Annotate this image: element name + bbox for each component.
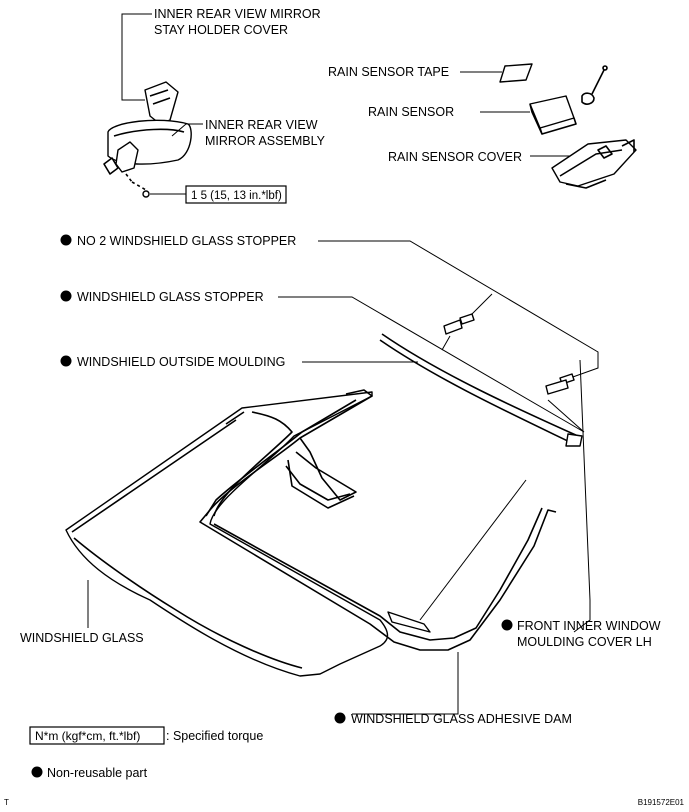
label-rain-sensor: RAIN SENSOR bbox=[368, 105, 454, 119]
leader-front-inner bbox=[419, 479, 527, 621]
front-inner-moulding-cover bbox=[387, 611, 431, 633]
figure-code: B191572E01 bbox=[638, 798, 685, 807]
label-front-inner-2: MOULDING COVER LH bbox=[517, 635, 652, 649]
legend-torque-units: N*m (kgf*cm, ft.*lbf) bbox=[35, 729, 140, 743]
rain-sensor-tape bbox=[499, 63, 533, 83]
rain-sensor bbox=[529, 65, 608, 135]
non-reusable-dot-front-inner bbox=[501, 619, 513, 631]
label-no2-stopper: NO 2 WINDSHIELD GLASS STOPPER bbox=[77, 234, 296, 248]
label-mirror-assy-1: INNER REAR VIEW bbox=[205, 118, 318, 132]
label-rain-sensor-tape: RAIN SENSOR TAPE bbox=[328, 65, 449, 79]
torque-value: 1 5 (15, 13 in.*lbf) bbox=[191, 190, 282, 202]
mirror-stay-holder-cover bbox=[144, 81, 179, 125]
glass-stoppers bbox=[443, 313, 575, 395]
rain-sensor-cover bbox=[551, 139, 637, 189]
label-mirror-cover-2: STAY HOLDER COVER bbox=[154, 23, 288, 37]
label-stopper: WINDSHIELD GLASS STOPPER bbox=[77, 290, 264, 304]
leader-mirror-cover bbox=[121, 13, 152, 101]
windshield-glass-adhesive-dam bbox=[199, 389, 557, 651]
windshield-glass bbox=[65, 391, 389, 677]
leader-adhesive-dam bbox=[352, 652, 459, 715]
mirror-mount-area bbox=[287, 459, 355, 509]
label-outside-moulding: WINDSHIELD OUTSIDE MOULDING bbox=[77, 355, 285, 369]
label-mirror-assy-2: MIRROR ASSEMBLY bbox=[205, 134, 326, 148]
non-reusable-dot-stopper bbox=[60, 290, 72, 302]
corner-mark-left: T bbox=[4, 798, 9, 807]
leader-stopper bbox=[278, 296, 585, 433]
legend-torque-text: : Specified torque bbox=[166, 729, 263, 743]
label-mirror-cover-1: INNER REAR VIEW MIRROR bbox=[154, 7, 321, 21]
label-windshield-glass: WINDSHIELD GLASS bbox=[20, 631, 144, 645]
mirror-screw bbox=[142, 190, 150, 198]
torque-callout-box bbox=[185, 185, 287, 204]
label-adhesive-dam: WINDSHIELD GLASS ADHESIVE DAM bbox=[351, 712, 572, 726]
non-reusable-dot-no2-stopper bbox=[60, 234, 72, 246]
leader-mirror-assy bbox=[171, 123, 203, 137]
non-reusable-dot-adhesive-dam bbox=[334, 712, 346, 724]
inner-rear-view-mirror bbox=[103, 119, 192, 198]
outside-moulding bbox=[379, 333, 583, 447]
leader-no2-stopper bbox=[318, 240, 599, 379]
label-front-inner-1: FRONT INNER WINDOW bbox=[517, 619, 661, 633]
label-rain-sensor-cover: RAIN SENSOR COVER bbox=[388, 150, 522, 164]
legend-non-reusable-dot bbox=[31, 766, 43, 778]
legend-non-reusable-text: Non-reusable part bbox=[47, 766, 148, 780]
non-reusable-dot-outside-moulding bbox=[60, 355, 72, 367]
legend-torque-box bbox=[29, 726, 165, 745]
